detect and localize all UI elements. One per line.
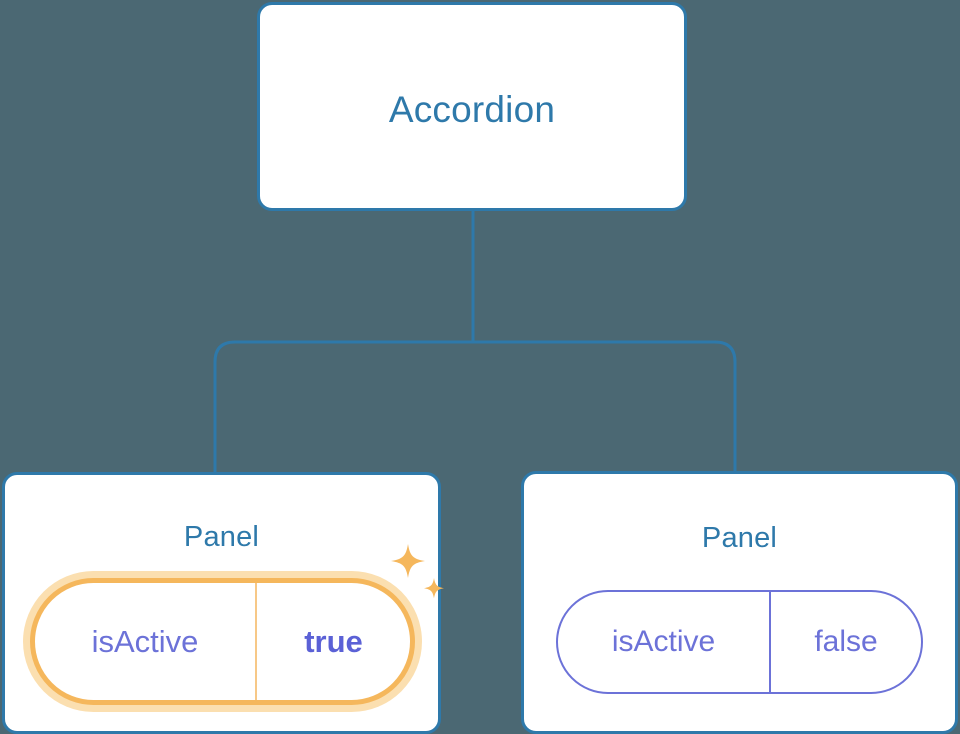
node-accordion-title: Accordion <box>388 89 556 130</box>
prop-pill-left-value: true <box>304 623 363 659</box>
prop-pill-right-key: isActive <box>558 592 771 692</box>
prop-pill-left-wrapper: isActive true <box>30 578 415 705</box>
prop-pill-left-key: isActive <box>35 583 257 700</box>
node-panel-right-title: Panel <box>701 522 778 554</box>
node-panel-left-title: Panel <box>183 521 260 553</box>
edge-root-to-panel-right <box>473 340 737 471</box>
node-accordion[interactable]: Accordion <box>257 2 687 211</box>
prop-pill-right-wrapper: isActive false <box>556 590 923 694</box>
edge-root-to-panel-left <box>213 340 473 472</box>
prop-pill-right-value: false <box>814 625 878 658</box>
prop-pill-isactive-false[interactable]: isActive false <box>556 590 923 694</box>
prop-pill-isactive-true[interactable]: isActive true <box>30 578 415 705</box>
